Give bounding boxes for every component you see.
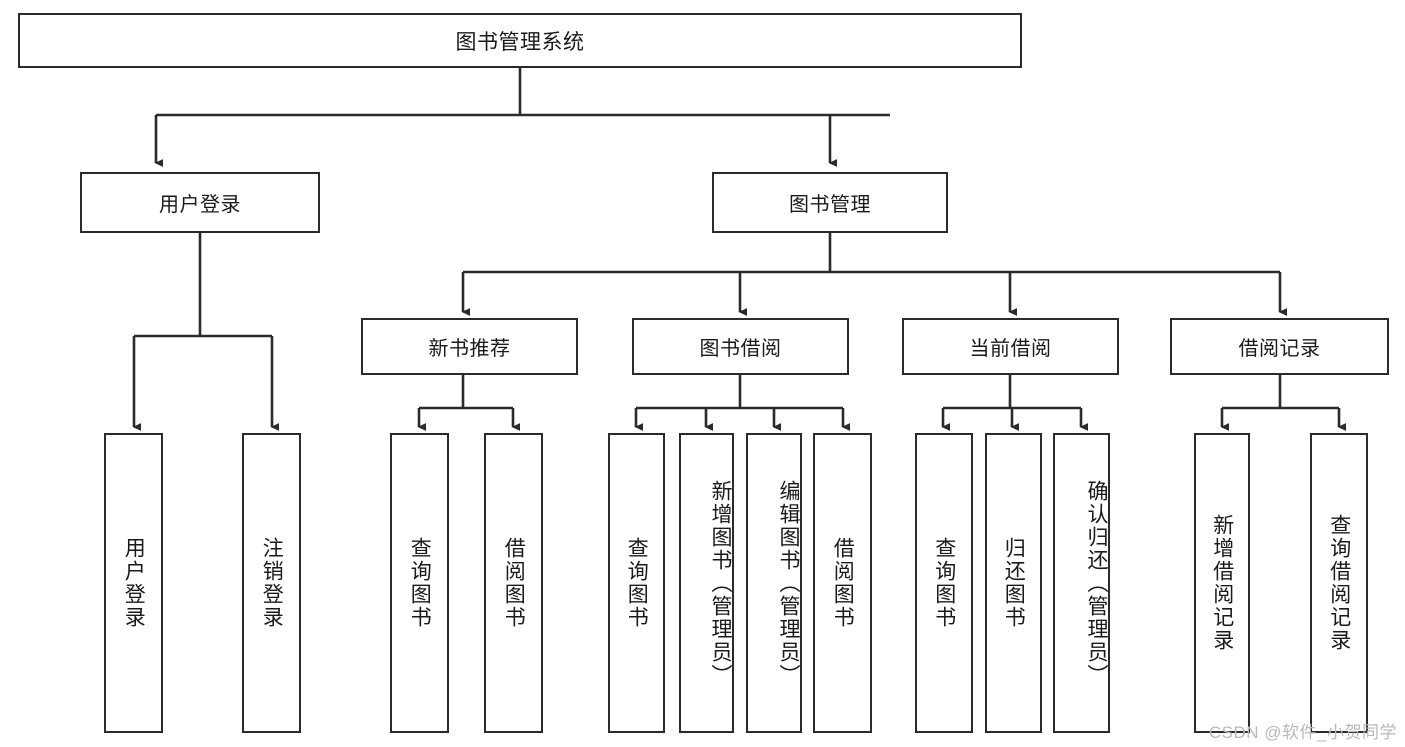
watermark: CSDN @软件_小贺同学 (1208, 723, 1397, 742)
node-label: 注销登录 (260, 537, 284, 629)
node-current-borrow[interactable]: 当前借阅 (902, 318, 1119, 375)
leaf-book-borrow-query[interactable]: 查询图书 (608, 433, 665, 733)
node-user-login[interactable]: 用户登录 (80, 172, 320, 233)
leaf-book-borrow-edit[interactable]: 编辑图书（管理员） (746, 433, 802, 733)
node-label: 当前借阅 (969, 338, 1052, 360)
node-new-book-recommend[interactable]: 新书推荐 (361, 318, 578, 375)
node-label: 用户登录 (122, 537, 146, 629)
leaf-current-borrow-return[interactable]: 归还图书 (985, 433, 1042, 733)
leaf-current-borrow-confirm-return[interactable]: 确认归还（管理员） (1053, 433, 1110, 733)
leaf-user-login-login[interactable]: 用户登录 (104, 433, 163, 733)
leaf-borrow-record-query[interactable]: 查询借阅记录 (1310, 433, 1368, 733)
node-label: 用户登录 (159, 194, 241, 216)
leaf-new-book-query[interactable]: 查询图书 (390, 433, 449, 733)
node-label: 新增图书（管理员） (709, 479, 732, 687)
leaf-current-borrow-query[interactable]: 查询图书 (915, 433, 973, 733)
node-label: 图书管理系统 (455, 30, 585, 54)
node-root-system[interactable]: 图书管理系统 (18, 13, 1022, 68)
node-book-management[interactable]: 图书管理 (712, 172, 948, 233)
node-book-borrow[interactable]: 图书借阅 (632, 318, 849, 375)
node-label: 查询图书 (625, 537, 649, 629)
node-label: 新增借阅记录 (1210, 514, 1234, 652)
leaf-book-borrow-add[interactable]: 新增图书（管理员） (679, 433, 734, 733)
node-label: 借阅记录 (1238, 338, 1321, 360)
node-label: 图书借阅 (699, 338, 782, 360)
node-label: 查询借阅记录 (1327, 514, 1351, 652)
node-label: 图书管理 (789, 194, 871, 216)
leaf-book-borrow-borrow[interactable]: 借阅图书 (813, 433, 872, 733)
node-label: 查询图书 (932, 537, 956, 629)
leaf-user-login-logout[interactable]: 注销登录 (242, 433, 301, 733)
leaf-new-book-borrow[interactable]: 借阅图书 (484, 433, 543, 733)
node-label: 新书推荐 (428, 338, 511, 360)
node-label: 借阅图书 (502, 537, 526, 629)
node-label: 确认归还（管理员） (1085, 479, 1108, 687)
node-label: 编辑图书（管理员） (777, 479, 800, 687)
node-label: 归还图书 (1002, 537, 1026, 629)
node-label: 借阅图书 (831, 537, 855, 629)
node-borrow-record[interactable]: 借阅记录 (1170, 318, 1389, 375)
node-label: 查询图书 (408, 537, 432, 629)
leaf-borrow-record-add[interactable]: 新增借阅记录 (1194, 433, 1250, 733)
